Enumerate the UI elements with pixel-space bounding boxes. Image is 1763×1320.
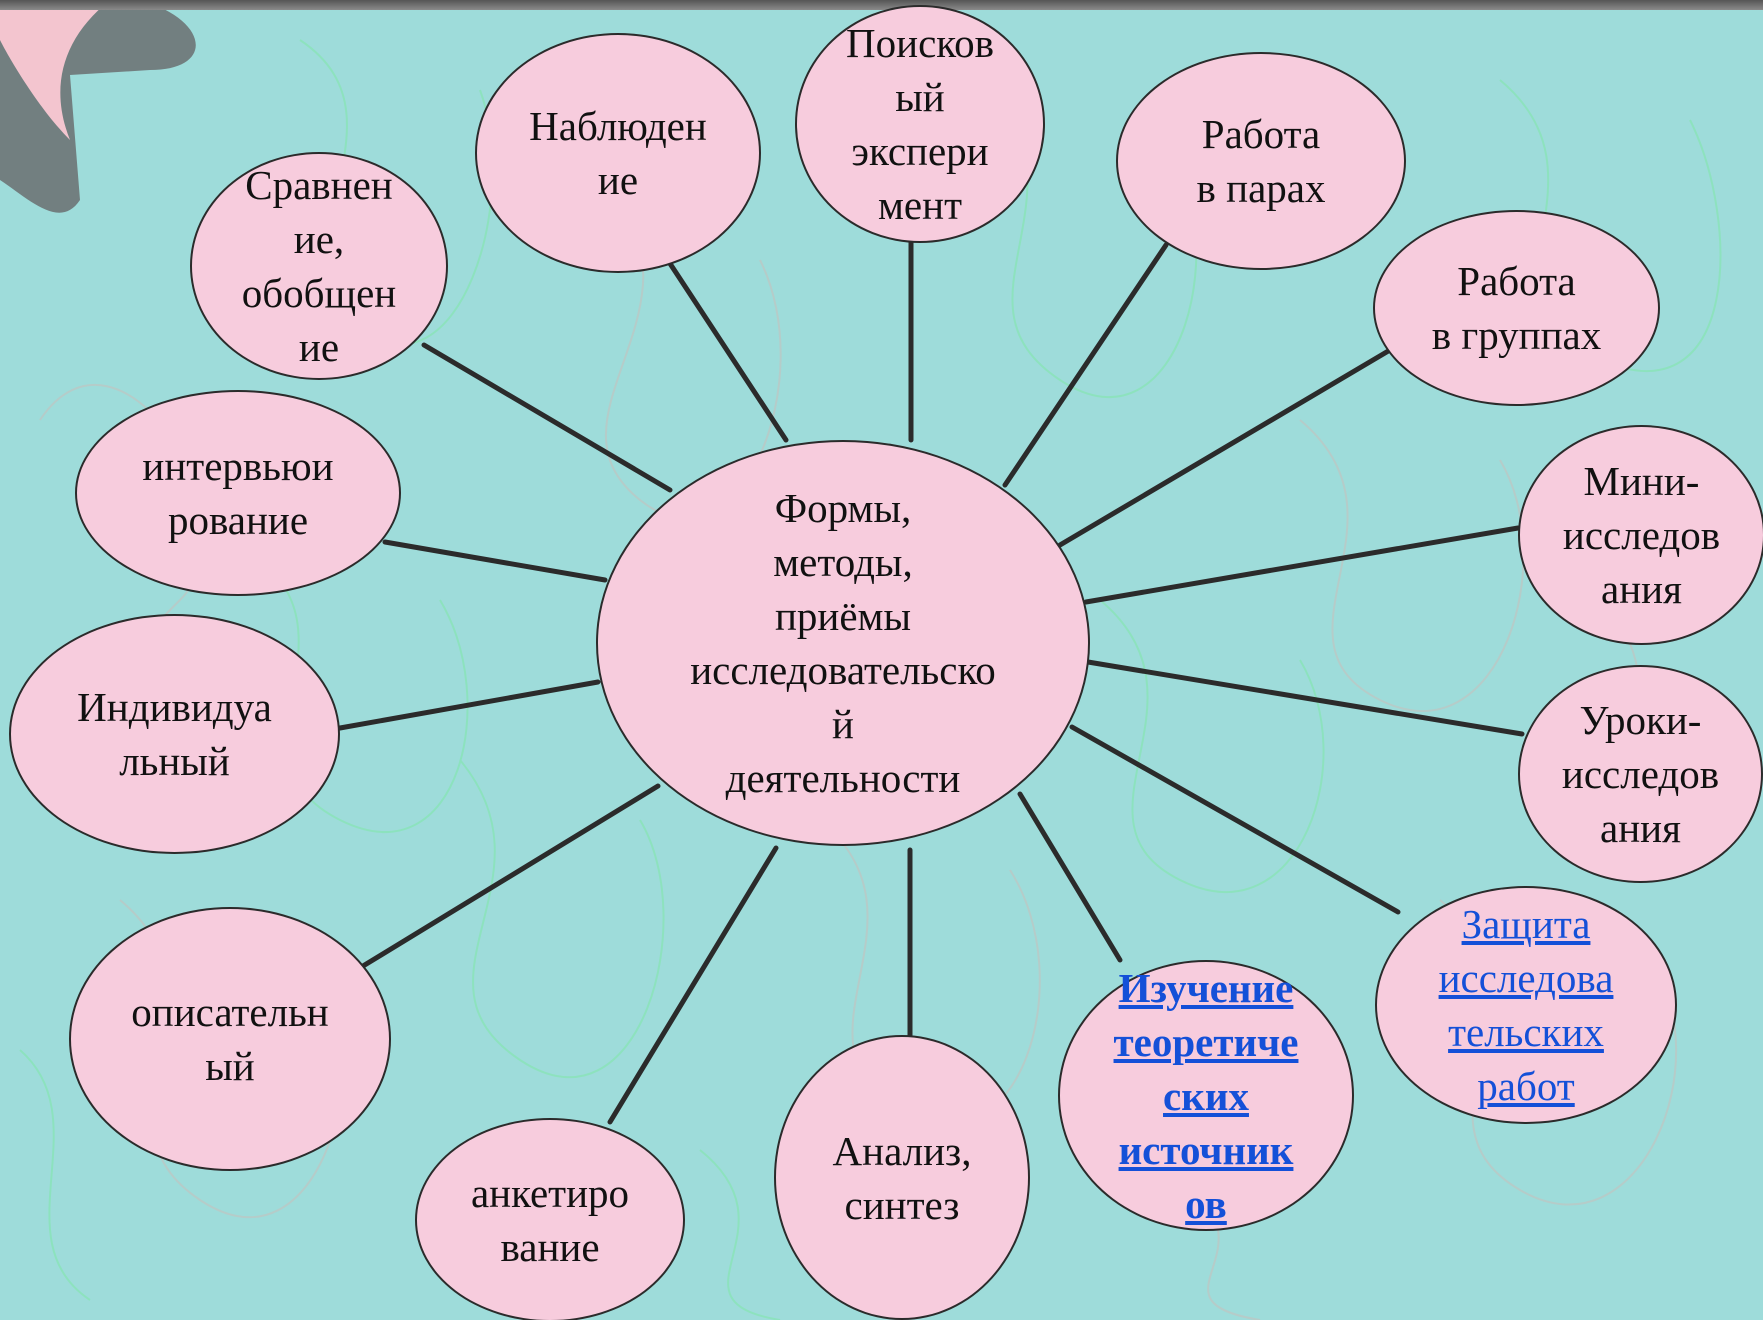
node-label: Поисков ый экспери мент	[846, 20, 994, 228]
connector-research-defense	[1069, 724, 1401, 915]
connector-comparison	[421, 342, 673, 493]
top-border	[0, 0, 1763, 10]
node-interviewing: интервьюи рование	[75, 390, 401, 596]
node-comparison: Сравнен ие, обобщен ие	[190, 152, 448, 380]
node-questionnaire: анкетиро вание	[415, 1118, 685, 1320]
node-theory-sources[interactable]: Изучение теоретиче ских источник ов	[1058, 960, 1354, 1231]
connectors	[337, 237, 1525, 1125]
node-label: Наблюден ие	[529, 103, 707, 203]
connector-pair-work	[1002, 242, 1169, 488]
research-defense-link[interactable]: Защита исследова тельских работ	[1438, 901, 1614, 1109]
connector-mini-research	[1083, 525, 1521, 605]
connector-interviewing	[382, 539, 608, 583]
node-mini-research: Мини- исследов ания	[1518, 425, 1763, 645]
node-pair-work: Работа в парах	[1116, 52, 1406, 270]
node-individual: Индивидуа льный	[9, 614, 340, 854]
node-label: Работа в парах	[1196, 111, 1326, 211]
connector-observation	[666, 259, 789, 443]
center-label: Формы, методы, приёмы исследовательско й…	[690, 485, 996, 801]
connector-group-work	[1057, 347, 1393, 548]
center-node: Формы, методы, приёмы исследовательско й…	[596, 440, 1090, 846]
connector-descriptive	[360, 783, 661, 969]
connector-research-lessons	[1085, 659, 1525, 737]
connector-individual	[337, 679, 601, 731]
node-label: Работа в группах	[1431, 258, 1602, 358]
node-label: анкетиро вание	[470, 1170, 630, 1270]
theory-sources-link[interactable]: Изучение теоретиче ских источник ов	[1113, 964, 1299, 1227]
node-label: Анализ, синтез	[832, 1127, 972, 1228]
node-label: Мини- исследов ания	[1562, 458, 1721, 612]
node-research-lessons: Уроки- исследов ания	[1518, 665, 1763, 883]
connector-questionnaire	[607, 845, 779, 1125]
node-label: Сравнен ие, обобщен ие	[241, 162, 397, 370]
node-group-work: Работа в группах	[1373, 210, 1660, 406]
connector-theory-sources	[1017, 791, 1123, 963]
node-research-defense[interactable]: Защита исследова тельских работ	[1375, 886, 1677, 1124]
node-descriptive: описательн ый	[69, 907, 391, 1171]
node-label: описательн ый	[131, 989, 329, 1089]
node-label: Индивидуа льный	[77, 684, 272, 784]
node-observation: Наблюден ие	[475, 33, 761, 273]
node-label: интервьюи рование	[142, 443, 334, 543]
node-search-experiment: Поисков ый экспери мент	[795, 5, 1045, 243]
node-label: Уроки- исследов ания	[1561, 697, 1720, 851]
node-analysis-synthesis: Анализ, синтез	[774, 1035, 1030, 1320]
